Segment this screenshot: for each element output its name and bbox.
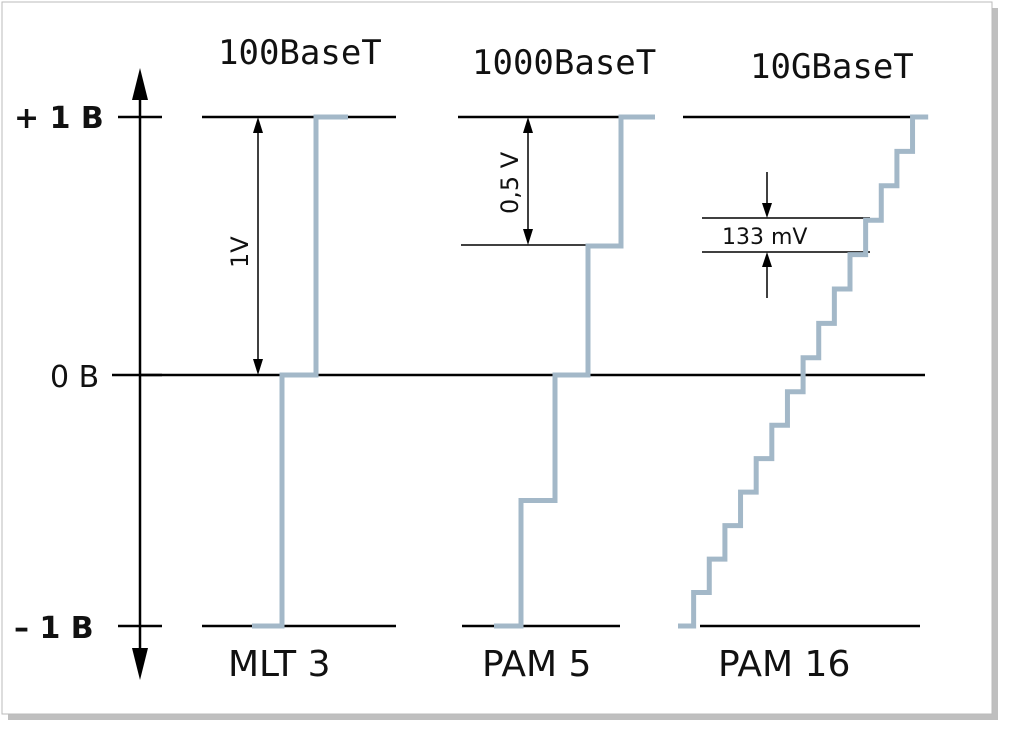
- pam5-signal-staircase: [494, 114, 655, 629]
- mlt3-dimension-arrow-bottom: [253, 359, 263, 375]
- mlt3-span-label: 1V: [226, 236, 254, 268]
- pam5-coding-label: PAM 5: [482, 644, 591, 685]
- mlt3-coding-label: MLT 3: [228, 644, 331, 685]
- axis-arrow-down: [132, 648, 148, 680]
- pam5-standard-label: 1000BaseT: [472, 43, 656, 83]
- pam16-signal-staircase: [678, 114, 929, 629]
- pam16-coding-label: PAM 16: [718, 644, 850, 685]
- level-zero-label: 0 B: [50, 360, 99, 395]
- axis-arrow-up: [132, 68, 148, 100]
- pam5-step-label: 0,5 V: [496, 151, 524, 214]
- level-minus-label: – 1 B: [14, 611, 94, 646]
- frame-border: [1, 1, 993, 715]
- pam16-standard-label: 10GBaseT: [750, 47, 914, 87]
- pam5-dimension-arrow-bottom: [523, 229, 533, 245]
- mlt3-standard-label: 100BaseT: [218, 33, 382, 73]
- pam5-dimension-arrow-top: [523, 117, 533, 133]
- level-plus-label: + 1 B: [14, 101, 104, 136]
- mlt3-signal-staircase: [252, 114, 348, 629]
- pam16-step-label: 133 mV: [722, 225, 807, 250]
- pam16-arrow-top: [762, 203, 772, 218]
- mlt3-dimension-arrow-top: [253, 117, 263, 133]
- pam16-arrow-bottom: [762, 252, 772, 267]
